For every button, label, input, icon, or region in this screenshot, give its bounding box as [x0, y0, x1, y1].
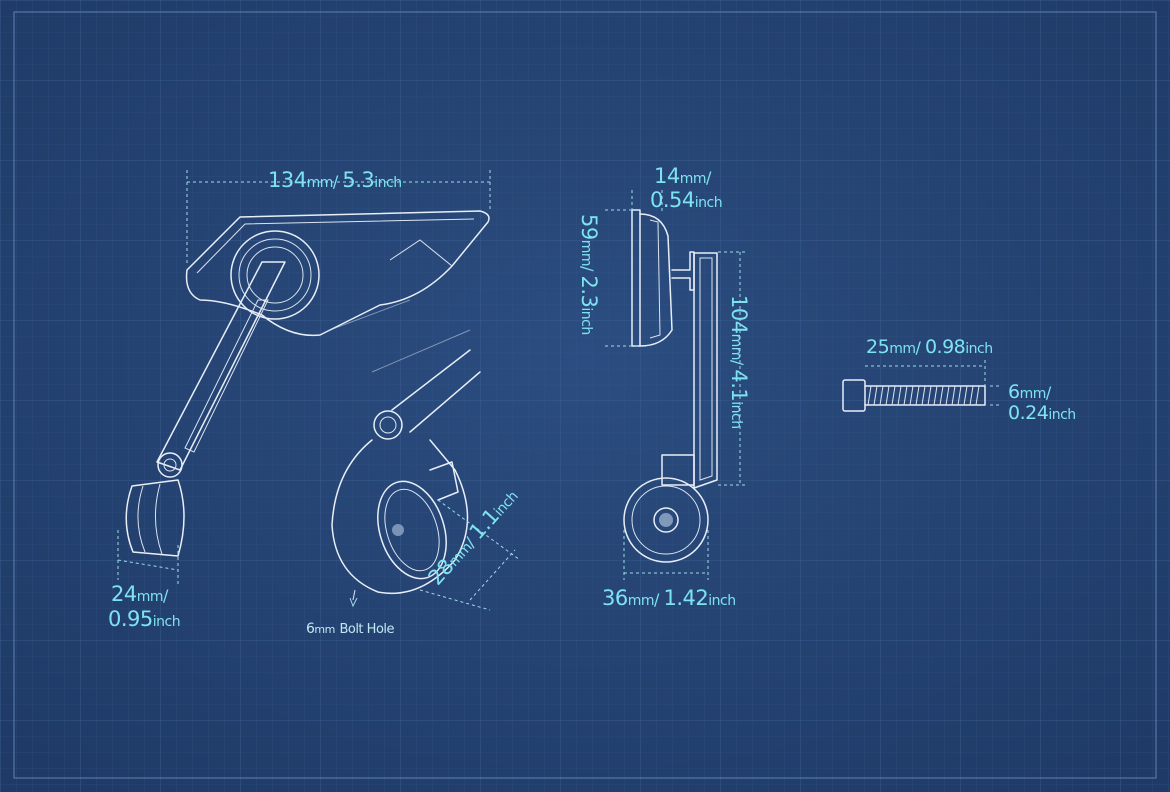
head-depth-inch-label: 0.54inch	[650, 188, 723, 212]
head-height-label: 59mm/ 2.3inch	[577, 214, 601, 335]
arm-thickness-inch-label: 0.95inch	[108, 607, 181, 631]
total-height-label: 104mm/ 4.1inch	[727, 295, 751, 429]
bolt-length-label: 25mm/ 0.98inch	[866, 338, 993, 357]
clamp-detail-view	[329, 299, 521, 611]
head-depth-label: 14mm/	[654, 166, 711, 187]
bolt-length-separator: /	[915, 338, 921, 357]
total-height-separator: /	[728, 359, 747, 365]
head-height-mm-value: 59	[577, 214, 601, 240]
bolt-hole-label: 6mm Bolt Hole	[306, 620, 395, 637]
bolt-length-inch-unit: inch	[965, 341, 993, 357]
width-inch-value: 5.3	[342, 168, 375, 192]
bolt-diameter-label: 6mm/	[1008, 383, 1051, 402]
arm-thickness-label: 24mm/	[111, 584, 168, 605]
arm-inch-unit: inch	[152, 614, 181, 630]
frame	[13, 11, 1157, 779]
total-height-mm-unit: mm	[728, 333, 744, 360]
arm-separator: /	[163, 586, 168, 605]
head-depth-mm-unit: mm	[679, 171, 707, 187]
clamp-width-label: 36mm/ 1.42inch	[602, 588, 736, 609]
head-height-inch-unit: inch	[578, 307, 594, 335]
head-height-mm-unit: mm	[578, 239, 594, 267]
clamp-width-inch-unit: inch	[708, 593, 736, 609]
clamp-width-mm-unit: mm	[627, 593, 655, 609]
mirror-front-view	[117, 170, 491, 585]
arm-mm-unit: mm	[136, 589, 164, 605]
head-depth-inch-value: 0.54	[650, 188, 695, 212]
bolt-hole-unit: mm	[314, 623, 335, 636]
clamp-width-mm-value: 36	[602, 586, 628, 610]
arm-mm-value: 24	[111, 582, 137, 606]
total-height-inch-value: 4.1	[727, 369, 751, 402]
bolt-diameter-inch-label: 0.24inch	[1008, 404, 1076, 423]
head-height-separator: /	[578, 266, 597, 271]
bolt-view	[842, 360, 1002, 412]
width-dimension-label: 134mm/ 5.3inch	[268, 170, 402, 191]
bolt-diameter-inch-unit: inch	[1048, 407, 1076, 423]
total-height-inch-unit: inch	[728, 401, 744, 429]
head-depth-separator: /	[706, 168, 711, 187]
width-separator: /	[332, 172, 338, 191]
mirror-side-view	[605, 190, 745, 580]
width-mm-unit: mm	[306, 175, 334, 191]
width-mm-value: 134	[268, 168, 307, 192]
head-depth-mm-value: 14	[654, 164, 680, 188]
head-depth-inch-unit: inch	[694, 195, 723, 211]
clamp-width-inch-value: 1.42	[663, 586, 709, 610]
bolt-length-inch-value: 0.98	[924, 336, 966, 358]
head-height-inch-value: 2.3	[577, 275, 601, 308]
bolt-diameter-inch-value: 0.24	[1008, 402, 1049, 424]
width-inch-unit: inch	[374, 175, 402, 191]
bolt-hole-text: Bolt Hole	[339, 622, 395, 637]
clamp-width-separator: /	[654, 590, 659, 609]
bolt-length-mm-unit: mm	[889, 341, 916, 357]
arm-inch-value: 0.95	[108, 607, 153, 631]
bolt-diameter-mm-value: 6	[1008, 381, 1020, 403]
total-height-mm-value: 104	[727, 295, 751, 334]
bolt-diameter-mm-unit: mm	[1019, 386, 1047, 402]
bolt-diameter-separator: /	[1045, 383, 1051, 402]
bolt-hole-value: 6	[306, 621, 315, 637]
bolt-length-mm-value: 25	[866, 336, 890, 358]
